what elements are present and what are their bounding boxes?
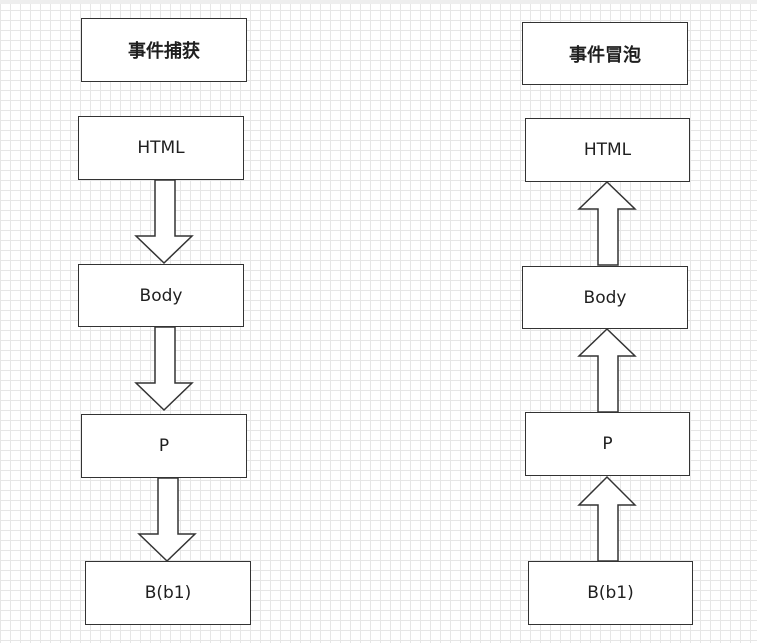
capture-node-b: B(b1) [85,561,251,625]
capture-arrow-p-to-b [137,477,197,563]
capture-node-body: Body [78,264,244,327]
bubble-node-html: HTML [525,118,690,182]
capture-title: 事件捕获 [81,18,247,82]
canvas-top-edge [0,0,757,4]
bubble-arrow-b-to-p [577,475,637,562]
bubble-node-b: B(b1) [528,561,693,625]
bubble-arrow-p-to-body [577,327,637,413]
bubble-arrow-body-to-html [577,180,637,266]
bubble-title: 事件冒泡 [522,22,688,85]
capture-node-html: HTML [78,116,244,180]
bubble-node-p: P [525,412,690,476]
capture-arrow-body-to-p [134,326,194,412]
capture-node-p: P [81,414,247,478]
bubble-node-body: Body [522,266,688,329]
capture-arrow-html-to-body [134,179,194,265]
